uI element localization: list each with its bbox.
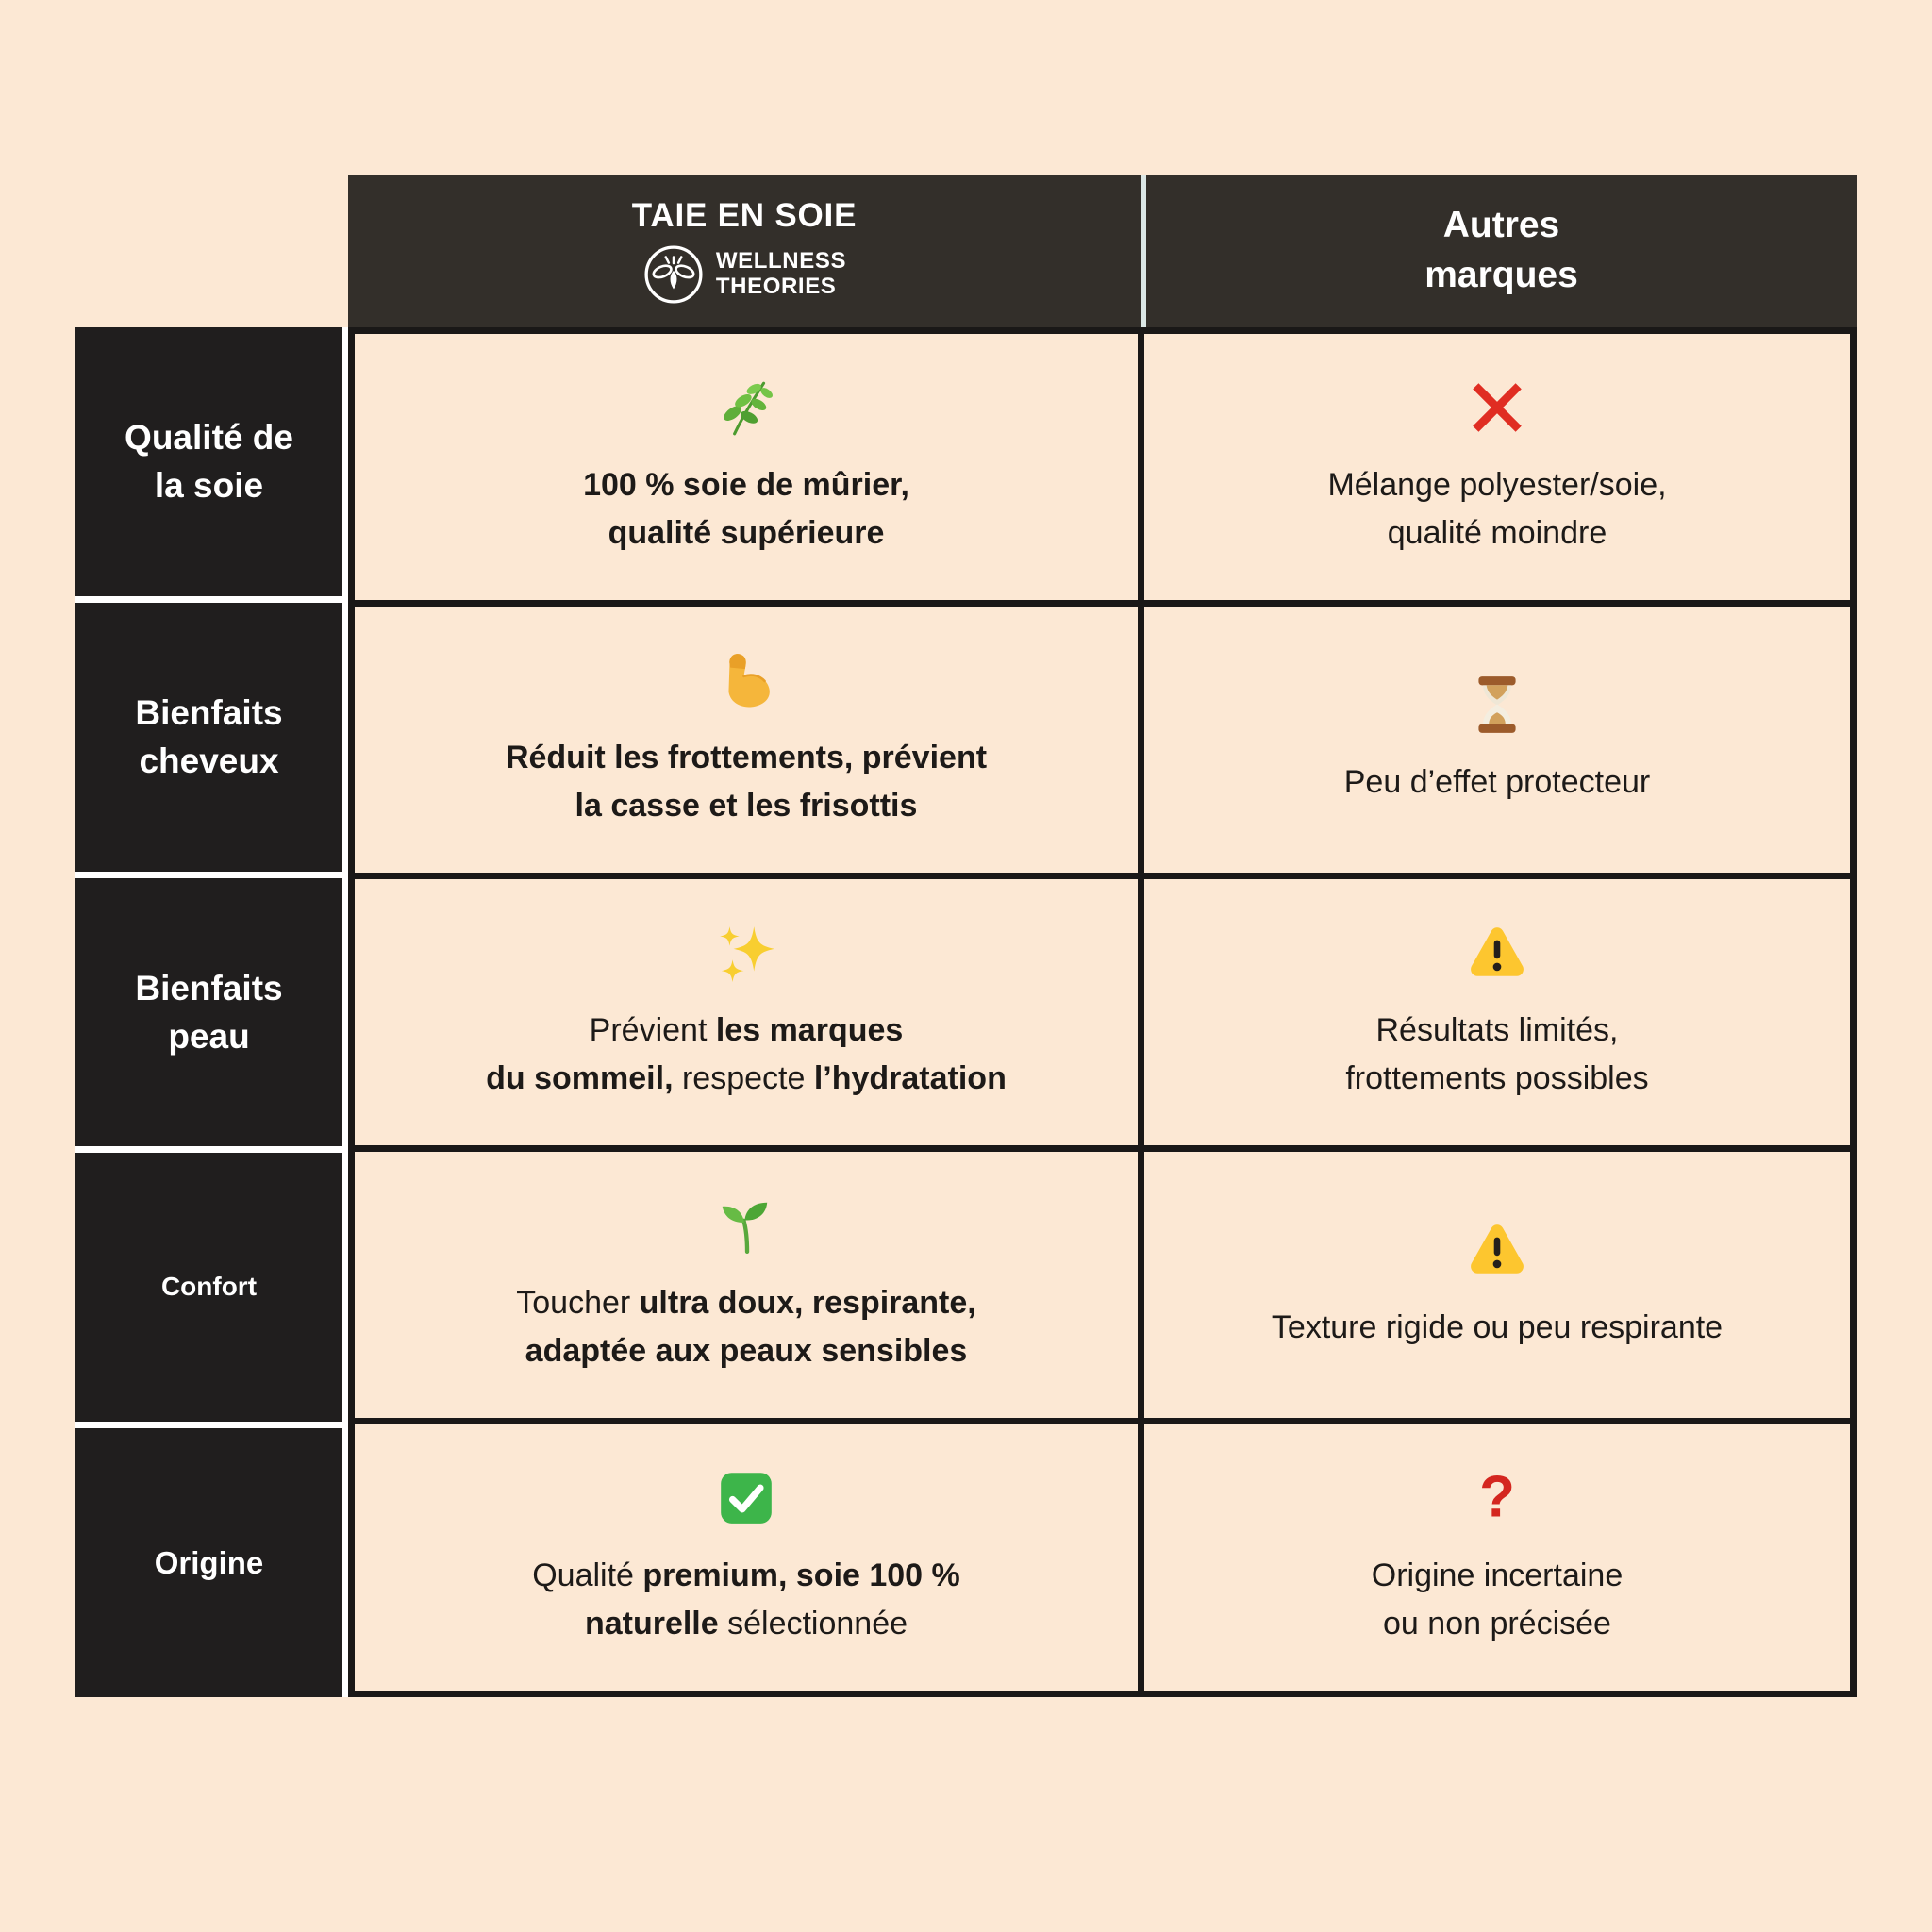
brand-logo-row: WELLNESS THEORIES [642,243,846,306]
label-gap [75,871,342,878]
other-cell-text: Mélange polyester/soie, qualité moindre [1327,461,1666,558]
brand-cell-text: 100 % soie de mûrier, qualité supérieure [583,461,909,558]
brand-column-title: TAIE EN SOIE [631,196,858,234]
text-segment: Résultats limités, [1375,1012,1619,1048]
header-brand-column: TAIE EN SOIE WELLNESS [348,175,1141,327]
other-column-title-line2: marques [1424,255,1578,295]
text-segment: ou non précisée [1383,1606,1611,1641]
bold-text-segment: Réduit les frottements, prévient [505,740,988,775]
brand-cell-row-5: Qualité premium, soie 100 % naturelle sél… [355,1424,1138,1690]
brand-cell-row-1: 100 % soie de mûrier, qualité supérieure [355,334,1138,600]
brand-wordmark-line1: WELLNESS [715,248,847,275]
biceps-icon [715,649,777,711]
cross-icon [1466,376,1528,439]
brand-cell-text: Réduit les frottements, prévient la casse… [506,734,987,830]
brand-cell-text: Toucher ultra doux, respirante, adaptée a… [516,1279,976,1375]
other-cell-text: Texture rigide ou peu respirante [1272,1304,1723,1352]
other-cell-row-1: Mélange polyester/soie, qualité moindre [1144,334,1850,600]
bold-text-segment: adaptée aux peaux sensibles [525,1333,968,1369]
other-cell-text: Origine incertaine ou non précisée [1372,1552,1623,1648]
label-gap [75,1422,342,1429]
bold-text-segment: la casse et les frisottis [575,788,918,824]
hourglass-icon [1466,674,1528,736]
sparkles-icon [715,922,777,984]
question-icon: ? [1466,1467,1528,1529]
brand-cell-row-4: Toucher ultra doux, respirante, adaptée a… [355,1152,1138,1418]
svg-text:?: ? [1479,1467,1515,1529]
text-segment: Mélange polyester/soie, [1327,467,1667,503]
bold-text-segment: 100 % soie de mûrier, [583,467,909,503]
other-cell-row-4: Texture rigide ou peu respirante [1144,1152,1850,1418]
table-header-row: TAIE EN SOIE WELLNESS [348,175,1857,327]
text-segment: Origine incertaine [1371,1557,1624,1593]
header-other-column: Autres marques [1146,175,1857,327]
label-column-divider [342,327,348,1697]
bold-text-segment: ultra doux, respirante, [639,1285,976,1321]
brand-wordmark: WELLNESS THEORIES [715,248,847,299]
row-label-5: Origine [75,1428,342,1697]
label-gap [75,1146,342,1154]
text-segment: respecte [673,1060,814,1096]
bold-text-segment: du sommeil, [486,1060,674,1096]
table-body-grid: 100 % soie de mûrier, qualité supérieure M… [348,327,1857,1697]
other-cell-text: Peu d’effet protecteur [1344,758,1650,807]
herb-icon [715,376,777,439]
check-icon [715,1467,777,1529]
warning-icon [1466,922,1528,984]
text-segment: Peu d’effet protecteur [1343,763,1651,800]
text-segment: Texture rigide ou peu respirante [1271,1308,1724,1345]
bold-text-segment: les marques [715,1012,904,1048]
text-segment: Prévient [589,1012,716,1048]
row-label-4: Confort [75,1153,342,1423]
warning-icon [1466,1219,1528,1281]
text-segment: Qualité [532,1557,643,1593]
other-column-title-line1: Autres [1442,205,1560,246]
text-segment: Toucher [516,1285,640,1321]
bold-text-segment: l’hydratation [813,1060,1007,1096]
bold-text-segment: naturelle [584,1606,719,1641]
text-segment: frottements possibles [1345,1060,1649,1096]
bold-text-segment: premium, soie 100 % [642,1557,960,1593]
text-segment: sélectionnée [718,1606,908,1641]
row-label-2: Bienfaits cheveux [75,602,342,872]
brand-cell-row-3: Prévient les marques du sommeil, respecte… [355,879,1138,1145]
header-column-divider [1141,175,1146,327]
content-columns: TAIE EN SOIE WELLNESS [348,175,1857,1697]
other-cell-text: Résultats limités, frottements possibles [1345,1007,1648,1103]
bee-logo-icon [642,243,705,306]
brand-cell-row-2: Réduit les frottements, prévient la casse… [355,607,1138,873]
other-cell-row-2: Peu d’effet protecteur [1144,607,1850,873]
other-cell-row-3: Résultats limités, frottements possibles [1144,879,1850,1145]
brand-wordmark-line2: THEORIES [715,273,837,299]
seedling-icon [715,1194,777,1257]
label-gap [75,595,342,603]
text-segment: qualité moindre [1387,515,1607,551]
brand-cell-text: Prévient les marques du sommeil, respecte… [486,1007,1007,1103]
brand-cell-text: Qualité premium, soie 100 % naturelle sél… [532,1552,960,1648]
bold-text-segment: qualité supérieure [608,515,885,551]
row-label-1: Qualité de la soie [75,327,342,596]
row-label-3: Bienfaits peau [75,877,342,1147]
other-cell-row-5: ? Origine incertaine ou non précisée [1144,1424,1850,1690]
